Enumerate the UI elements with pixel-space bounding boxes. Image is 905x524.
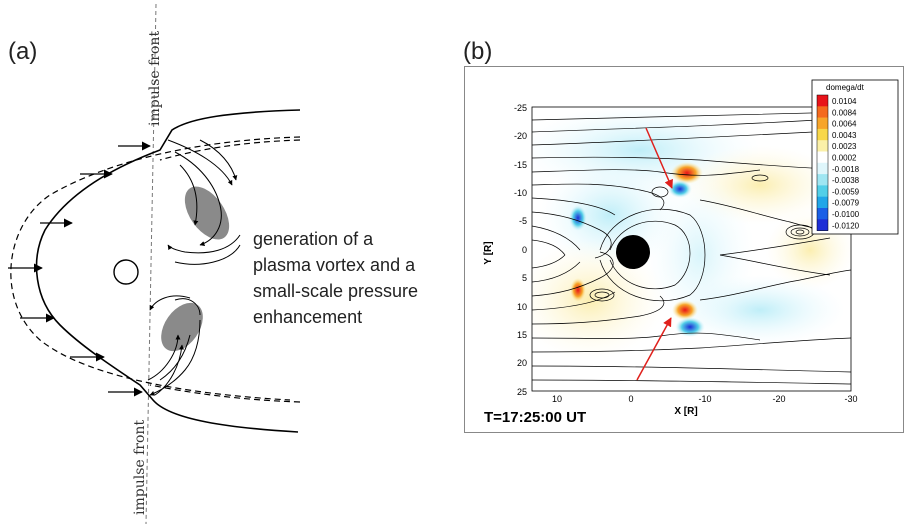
red-arrow-upper (645, 127, 673, 189)
plot-border (531, 106, 852, 392)
dashed-boundary-outer (10, 136, 301, 401)
legend-value: 0.0023 (832, 142, 857, 151)
magnetopause-solid (35, 109, 301, 433)
field-region (645, 175, 755, 335)
flow-line (199, 139, 238, 181)
y-tick-label: -10 (514, 188, 527, 198)
earth-icon (113, 259, 139, 285)
legend-value: -0.0079 (832, 199, 860, 208)
legend-swatch (817, 140, 828, 152)
x-tick-label: 0 (628, 394, 633, 404)
field-peak-positive (672, 300, 698, 320)
panel-b-label: (b) (463, 38, 493, 65)
y-tick-label: 20 (517, 358, 527, 368)
red-arrow-lower (636, 317, 672, 381)
y-tick-label: -25 (514, 103, 527, 113)
flow-line (167, 234, 241, 254)
legend-value: 0.0104 (832, 97, 857, 106)
legend-swatch (817, 128, 828, 141)
caption-line: small-scale pressure (253, 281, 419, 301)
panel-a-diagram: impulse front impulse front (8, 3, 301, 524)
legend-swatch (817, 151, 828, 164)
legend-swatch (817, 208, 828, 220)
field-peak-negative (675, 317, 705, 337)
impulse-front-label-top: impulse front (147, 31, 163, 126)
y-tick-label: -20 (514, 131, 527, 141)
x-tick-label: -30 (844, 394, 857, 404)
legend-value: 0.0002 (832, 154, 857, 163)
legend-swatch (817, 95, 828, 107)
y-axis-title: Y [R] (483, 241, 494, 264)
caption-line: generation of a (253, 229, 374, 249)
legend-value: -0.0100 (832, 210, 860, 219)
legend-title: domega/dt (826, 83, 865, 92)
caption-line: enhancement (253, 307, 363, 327)
caption-line: plasma vortex and a (253, 255, 416, 275)
field-peak-negative (668, 180, 692, 198)
flow-line (149, 295, 191, 311)
legend-swatch (817, 196, 828, 209)
flow-line (174, 244, 241, 265)
impulse-front-label-bottom: impulse front (132, 420, 148, 515)
y-tick-label: -5 (519, 216, 527, 226)
legend-value: 0.0043 (832, 131, 857, 140)
legend-swatch (817, 162, 828, 175)
y-tick-label: 25 (517, 387, 527, 397)
field-peak-negative (569, 205, 587, 231)
flow-line (147, 334, 181, 381)
impulse-front-line (145, 3, 157, 524)
y-tick-label: 0 (522, 245, 527, 255)
color-legend: domega/dt 0.0104 0.0084 0.0064 0.0043 0.0023… (811, 79, 899, 235)
legend-swatches: 0.0104 0.0084 0.0064 0.0043 0.0023 0.0002 -0.0… (816, 94, 860, 231)
x-tick-label: 10 (552, 394, 562, 404)
legend-value: 0.0064 (832, 120, 857, 129)
legend-swatch (817, 219, 828, 231)
y-tick-label: 15 (517, 330, 527, 340)
legend-swatch (817, 185, 828, 197)
dashed-boundary-inner-top (159, 139, 301, 161)
panel-a-caption: generation of a plasma vortex and a smal… (253, 226, 418, 330)
legend-value: -0.0018 (832, 165, 860, 174)
legend-value: -0.0038 (832, 176, 860, 185)
x-axis-title: X [R] (674, 406, 697, 417)
earth-disk (616, 235, 650, 269)
pressure-enhancement-lower (161, 302, 203, 352)
field-peak-positive (671, 162, 703, 184)
y-tick-label: -15 (514, 160, 527, 170)
legend-value: 0.0084 (832, 108, 857, 117)
legend-swatch (817, 106, 828, 118)
vorticity-field (532, 107, 851, 385)
legend-value: -0.0059 (832, 187, 860, 196)
panel-b-plot: -25 -20 -15 -10 -5 0 5 10 15 20 25 Y [R]… (483, 79, 899, 426)
pressure-enhancement-upper (184, 186, 230, 240)
flow-line (174, 151, 222, 246)
legend-value: -0.0120 (832, 221, 860, 230)
flow-line (149, 319, 201, 396)
flow-line (174, 298, 201, 316)
x-tick-label: -10 (698, 394, 711, 404)
x-axis: 10 0 -10 -20 -30 X [R] (552, 394, 858, 417)
y-tick-label: 5 (522, 273, 527, 283)
legend-swatch (817, 174, 828, 186)
field-peak-positive (570, 278, 586, 302)
y-tick-label: 10 (517, 302, 527, 312)
y-axis: -25 -20 -15 -10 -5 0 5 10 15 20 25 Y [R] (483, 103, 527, 397)
flow-line (179, 164, 199, 226)
panel-a-label: (a) (8, 38, 38, 65)
legend-swatch (817, 117, 828, 130)
x-tick-label: -20 (772, 394, 785, 404)
timestamp: T=17:25:00 UT (484, 409, 586, 426)
legend-colorbar-border (816, 94, 829, 231)
flow-line (154, 344, 185, 396)
flow-line (167, 139, 233, 186)
dashed-boundary-inner-bottom (149, 384, 301, 403)
